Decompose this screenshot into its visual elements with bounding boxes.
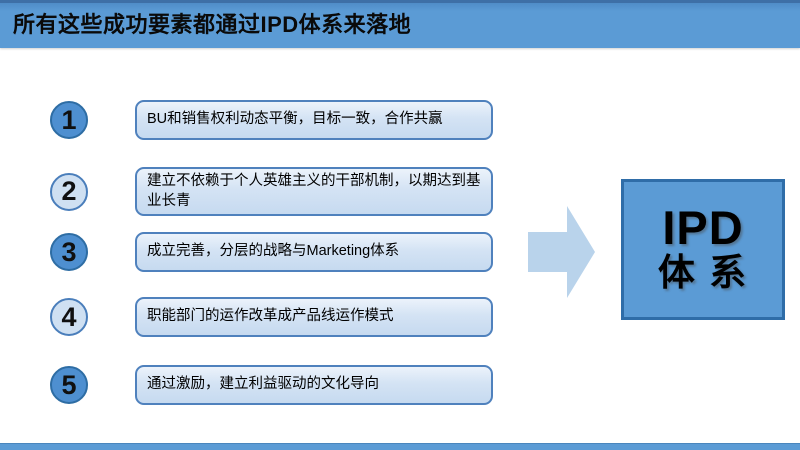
step-2-number-badge: 2 <box>50 172 88 211</box>
step-2-textbox: 建立不依赖于个人英雄主义的干部机制，以期达到基业长青 <box>135 167 493 216</box>
step-5-number: 5 <box>61 369 77 400</box>
step-5-textbox: 通过激励，建立利益驱动的文化导向 <box>135 365 493 405</box>
ipd-result-box: IPD 体 系 <box>621 179 785 320</box>
step-3-textbox: 成立完善，分层的战略与Marketing体系 <box>135 232 493 272</box>
step-row-5: 5 通过激励，建立利益驱动的文化导向 <box>0 365 496 405</box>
step-1-textbox: BU和销售权利动态平衡，目标一致，合作共赢 <box>135 100 493 140</box>
step-row-3: 3 成立完善，分层的战略与Marketing体系 <box>0 232 496 272</box>
right-block-arrow-icon <box>528 206 596 298</box>
step-5-number-badge: 5 <box>50 366 88 404</box>
step-1-number: 1 <box>61 104 77 135</box>
step-row-1: 1 BU和销售权利动态平衡，目标一致，合作共赢 <box>0 100 496 140</box>
step-row-2: 2 建立不依赖于个人英雄主义的干部机制，以期达到基业长青 <box>0 167 496 216</box>
step-4-number-badge: 4 <box>50 298 88 336</box>
step-2-text: 建立不依赖于个人英雄主义的干部机制，以期达到基业长青 <box>147 172 481 209</box>
step-1-number-badge: 1 <box>50 101 88 139</box>
step-4-number: 4 <box>61 301 77 332</box>
slide-footer-bar <box>0 443 800 450</box>
step-3-number-badge: 3 <box>50 233 88 271</box>
step-row-4: 4 职能部门的运作改革成产品线运作模式 <box>0 297 496 337</box>
slide-title-bar: 所有这些成功要素都通过IPD体系来落地 <box>0 0 800 48</box>
step-5-text: 通过激励，建立利益驱动的文化导向 <box>147 376 379 393</box>
step-2-number: 2 <box>61 176 77 206</box>
step-4-textbox: 职能部门的运作改革成产品线运作模式 <box>135 297 493 337</box>
ipd-label: IPD <box>662 201 744 255</box>
step-1-text: BU和销售权利动态平衡，目标一致，合作共赢 <box>147 111 443 128</box>
slide-title: 所有这些成功要素都通过IPD体系来落地 <box>13 12 412 37</box>
step-4-text: 职能部门的运作改革成产品线运作模式 <box>147 308 394 325</box>
step-3-text: 成立完善，分层的战略与Marketing体系 <box>147 243 400 260</box>
ipd-system-label: 体 系 <box>657 252 749 294</box>
step-3-number: 3 <box>61 236 77 267</box>
